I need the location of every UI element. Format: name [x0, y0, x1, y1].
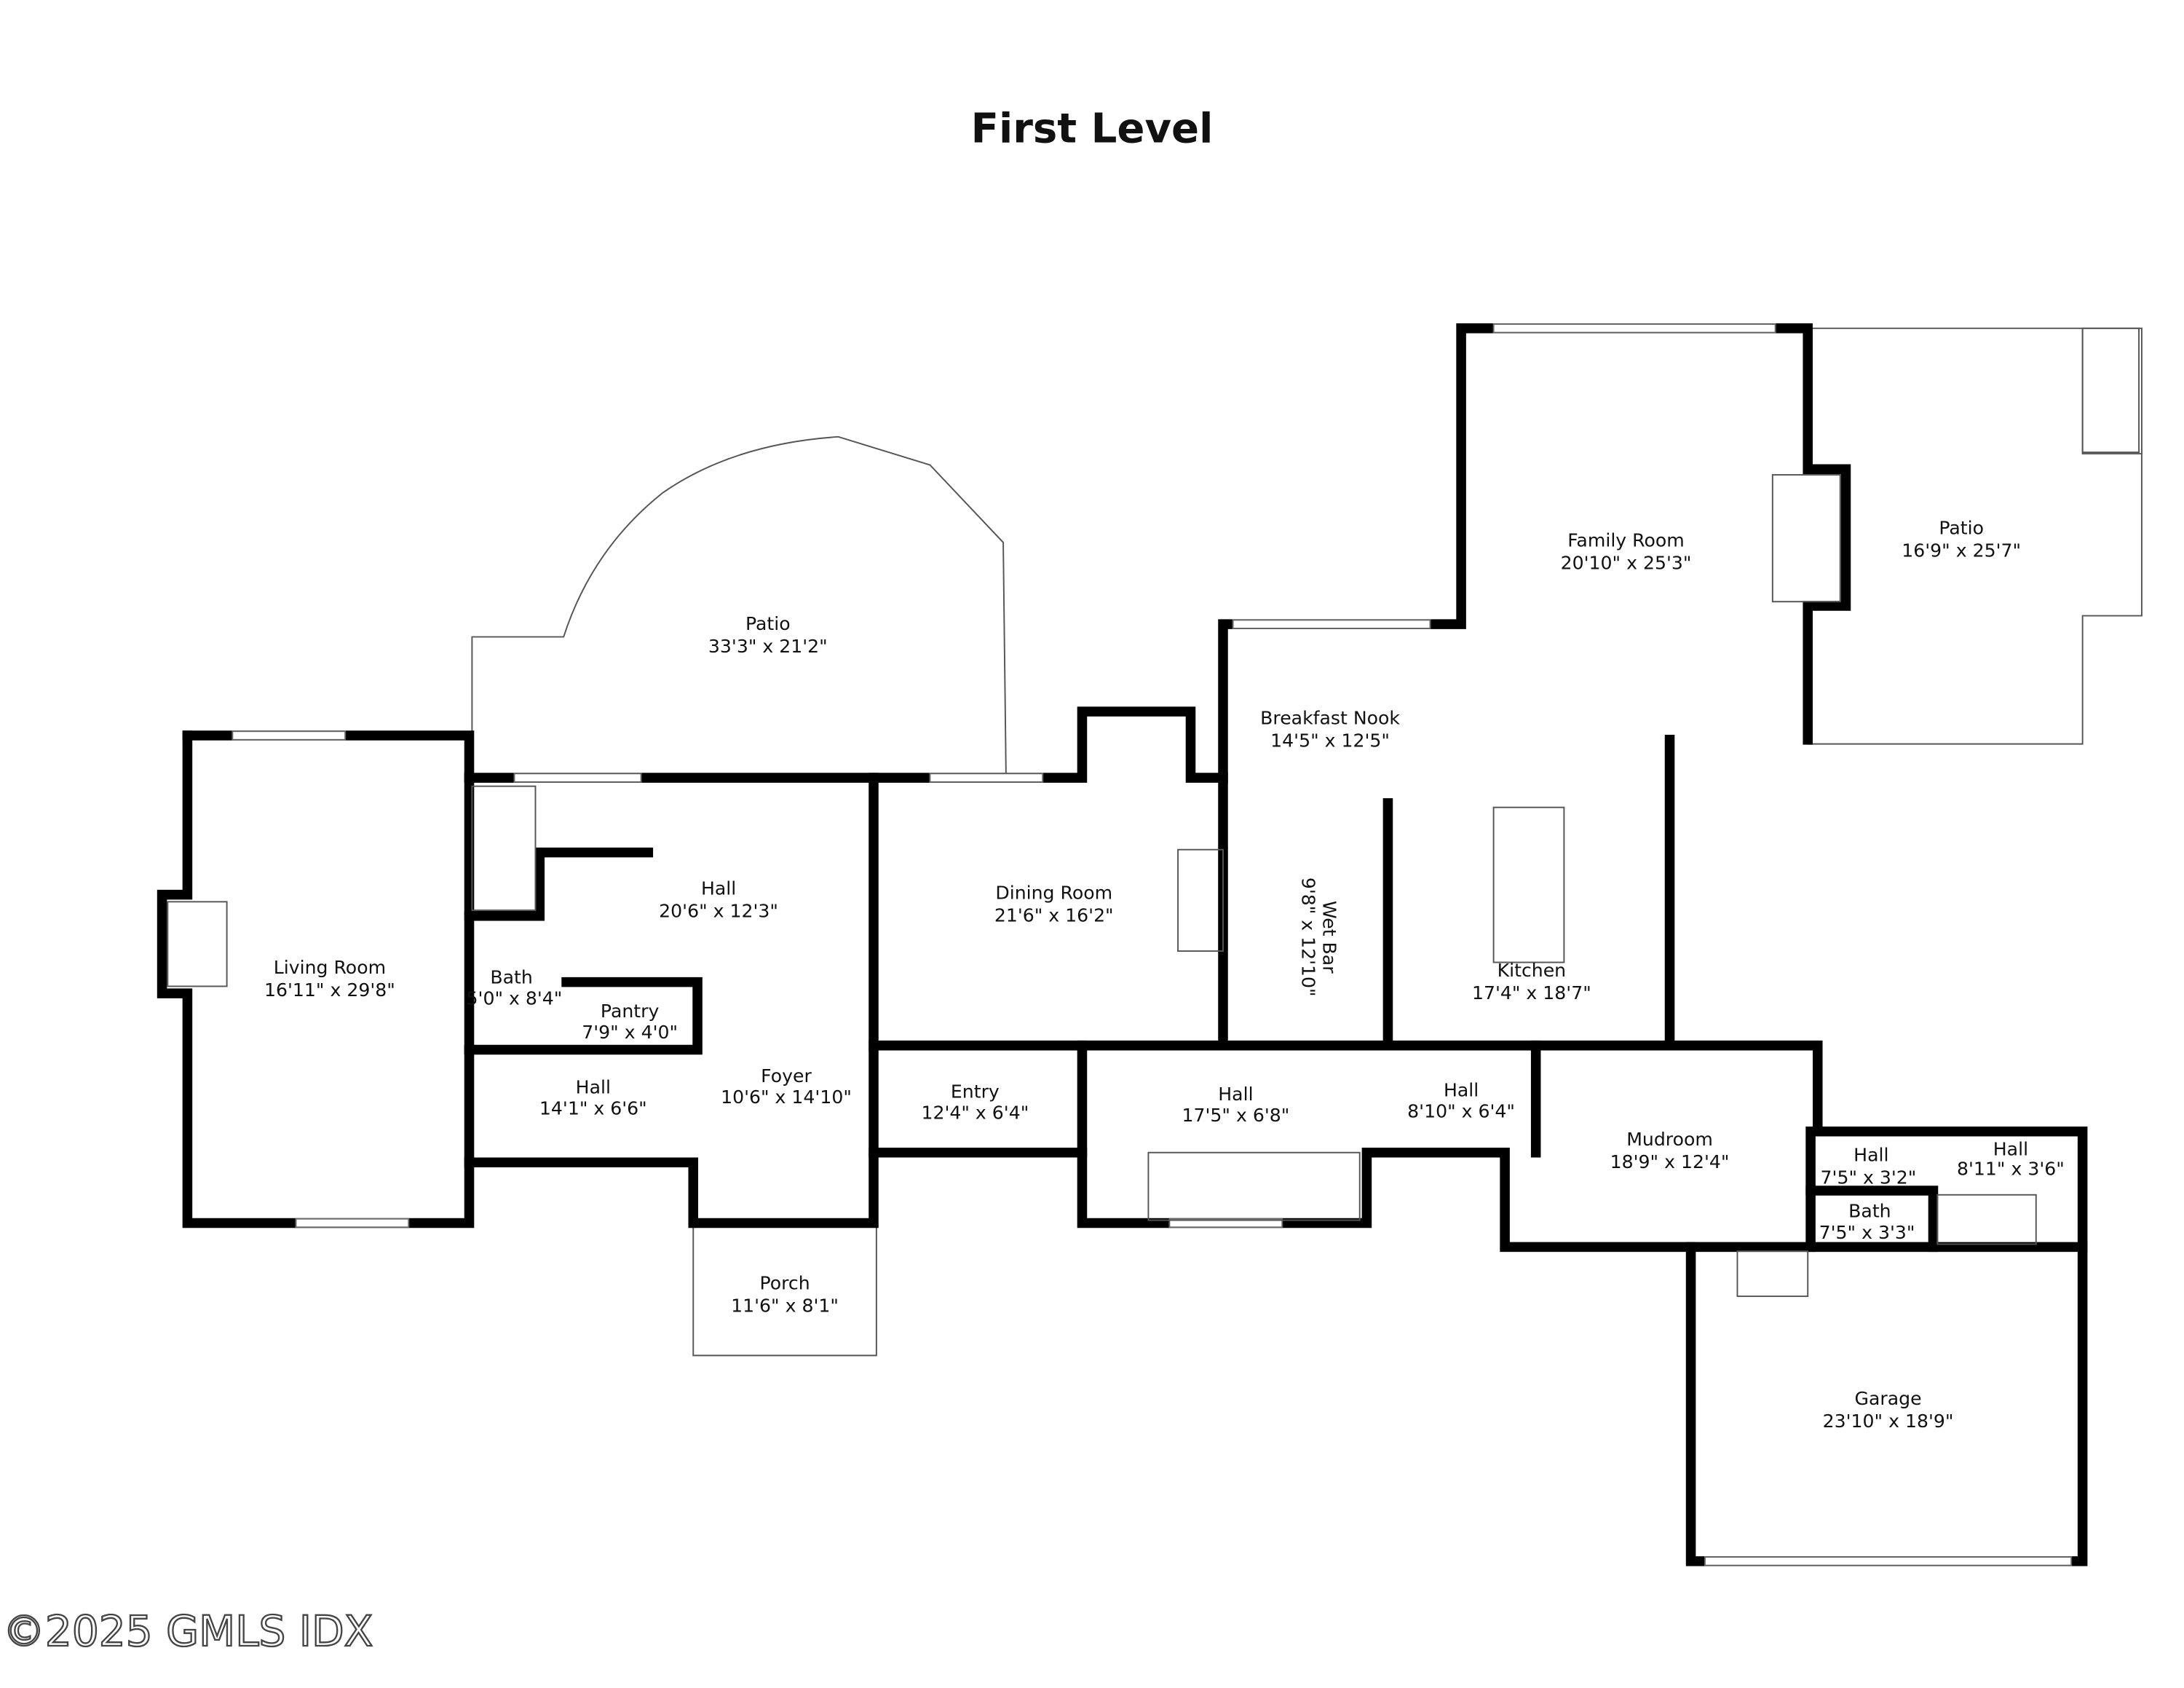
- svg-text:Garage: Garage: [1855, 1388, 1922, 1409]
- svg-text:9'8" x 12'10": 9'8" x 12'10": [1297, 877, 1318, 997]
- svg-text:8'10" x 6'4": 8'10" x 6'4": [1407, 1100, 1515, 1121]
- walls: [157, 323, 2088, 1566]
- windows: [232, 323, 2073, 1566]
- svg-text:33'3" x 21'2": 33'3" x 21'2": [708, 636, 828, 657]
- svg-text:14'5" x 12'5": 14'5" x 12'5": [1270, 730, 1390, 751]
- svg-text:23'10" x 18'9": 23'10" x 18'9": [1823, 1411, 1954, 1432]
- svg-text:Hall: Hall: [1444, 1079, 1479, 1100]
- svg-text:7'5" x 3'2": 7'5" x 3'2": [1821, 1167, 1917, 1188]
- fireplace-icons: [167, 474, 1841, 987]
- svg-text:14'1" x 6'6": 14'1" x 6'6": [539, 1098, 647, 1119]
- svg-text:20'10" x 25'3": 20'10" x 25'3": [1561, 553, 1692, 574]
- svg-text:Hall: Hall: [1993, 1139, 2028, 1160]
- svg-text:16'11" x 29'8": 16'11" x 29'8": [264, 979, 395, 1001]
- kitchen-island: [1492, 806, 1565, 963]
- svg-text:18'9" x 12'4": 18'9" x 12'4": [1610, 1151, 1730, 1172]
- svg-text:Patio: Patio: [745, 613, 791, 634]
- svg-text:16'9" x 25'7": 16'9" x 25'7": [1902, 540, 2021, 561]
- svg-text:Hall: Hall: [576, 1076, 611, 1097]
- svg-text:12'4" x 6'4": 12'4" x 6'4": [921, 1102, 1029, 1123]
- staircases: [471, 327, 2140, 1298]
- svg-text:Hall: Hall: [1853, 1144, 1888, 1165]
- porch-outline: [692, 1223, 877, 1357]
- svg-text:7'9" x 4'0": 7'9" x 4'0": [582, 1022, 678, 1043]
- stairs-right-patio: [2081, 328, 2142, 455]
- svg-text:Breakfast Nook: Breakfast Nook: [1260, 708, 1400, 729]
- svg-text:8'11" x 3'6": 8'11" x 3'6": [1957, 1159, 2065, 1180]
- svg-text:Living Room: Living Room: [274, 957, 386, 978]
- svg-text:7'5" x 3'3": 7'5" x 3'3": [1819, 1222, 1915, 1243]
- svg-text:Mudroom: Mudroom: [1626, 1129, 1713, 1150]
- svg-text:Dining Room: Dining Room: [995, 882, 1112, 903]
- svg-text:17'5" x 6'8": 17'5" x 6'8": [1182, 1105, 1290, 1126]
- svg-text:10'6" x 14'10": 10'6" x 14'10": [721, 1086, 852, 1108]
- svg-text:Patio: Patio: [1939, 517, 1984, 538]
- svg-text:Foyer: Foyer: [761, 1065, 812, 1086]
- svg-text:Hall: Hall: [701, 878, 736, 899]
- svg-text:5'0" x 8'4": 5'0" x 8'4": [467, 988, 563, 1009]
- svg-text:21'6" x 16'2": 21'6" x 16'2": [994, 904, 1114, 926]
- svg-text:Pantry: Pantry: [601, 1001, 660, 1022]
- svg-text:Bath: Bath: [490, 967, 532, 988]
- svg-text:Hall: Hall: [1218, 1084, 1253, 1105]
- svg-text:11'6" x 8'1": 11'6" x 8'1": [731, 1295, 839, 1316]
- svg-text:Family Room: Family Room: [1567, 530, 1685, 551]
- svg-text:20'6" x 12'3": 20'6" x 12'3": [659, 901, 778, 922]
- svg-text:Entry: Entry: [951, 1081, 1000, 1102]
- svg-text:Bath: Bath: [1848, 1201, 1891, 1222]
- svg-text:17'4" x 18'7": 17'4" x 18'7": [1472, 982, 1591, 1003]
- patio-outline: [471, 435, 1007, 778]
- svg-text:Wet Bar: Wet Bar: [1318, 901, 1340, 974]
- svg-text:Kitchen: Kitchen: [1497, 960, 1567, 981]
- watermark: ©2025 GMLS IDX: [3, 1606, 373, 1656]
- svg-text:Porch: Porch: [759, 1272, 810, 1293]
- plan-title: First Level: [971, 105, 1214, 152]
